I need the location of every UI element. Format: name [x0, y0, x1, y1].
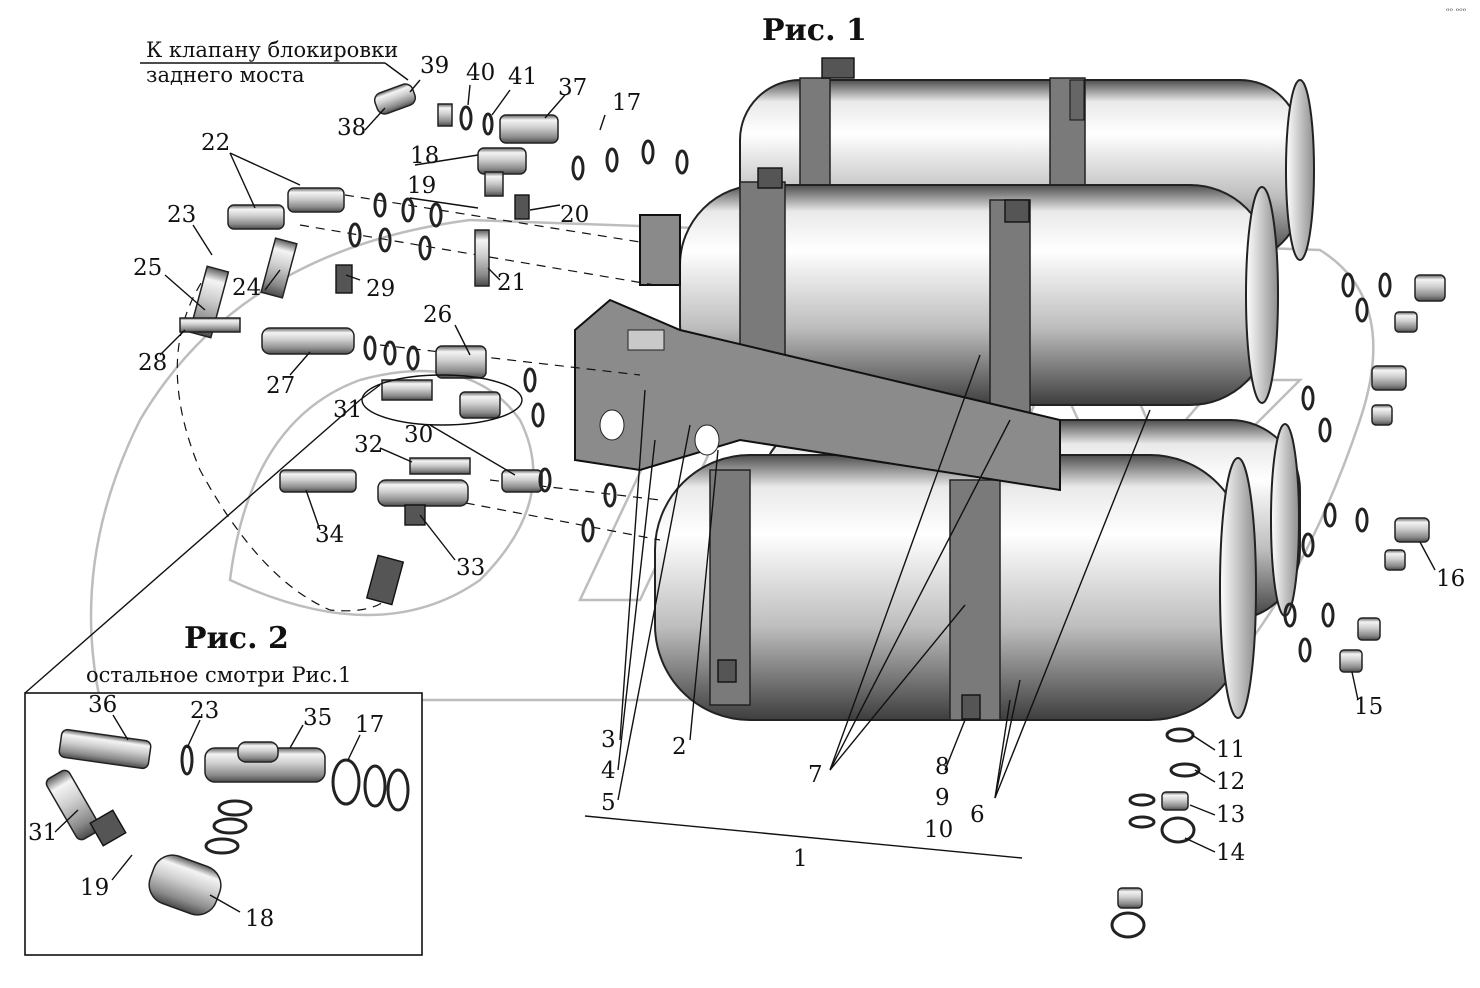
figure2-title: Рис. 2	[184, 621, 289, 656]
label-27: 27	[266, 373, 295, 399]
fig2-label-17: 17	[355, 712, 384, 738]
washers	[348, 139, 1392, 939]
note-line-1: К клапану блокировки	[146, 38, 398, 62]
mounting-bracket	[574, 214, 1061, 492]
figure2-inset: 36 23 35 17 31 19 18	[24, 692, 423, 956]
label-20: 20	[560, 202, 589, 228]
label-33: 33	[456, 555, 485, 581]
label-26: 26	[423, 302, 452, 328]
label-2: 2	[672, 734, 687, 760]
label-11: 11	[1216, 737, 1245, 763]
fig2-label-23: 23	[190, 698, 219, 724]
label-8: 8	[935, 754, 950, 780]
end-plugs	[1117, 274, 1446, 909]
label-5: 5	[601, 790, 616, 816]
label-17: 17	[612, 90, 641, 116]
fig2-label-35: 35	[303, 705, 332, 731]
note-leader	[384, 62, 409, 81]
label-9: 9	[935, 785, 950, 811]
label-15: 15	[1354, 694, 1383, 720]
label-22: 22	[201, 130, 230, 156]
label-32: 32	[354, 432, 383, 458]
label-34: 34	[315, 522, 344, 548]
fittings-fig1	[179, 83, 559, 606]
label-41: 41	[508, 64, 537, 90]
label-23: 23	[167, 202, 196, 228]
label-28: 28	[138, 350, 167, 376]
label-25: 25	[133, 255, 162, 281]
corner-mark: ᵒᵒ ᵒᵒᵒ	[1446, 7, 1467, 17]
label-14: 14	[1216, 840, 1245, 866]
label-16: 16	[1436, 566, 1465, 592]
air-tank-front-bottom	[654, 454, 1257, 721]
label-10: 10	[924, 817, 953, 843]
leader-lines-fig1	[24, 79, 1436, 859]
labels-fig1: 1 2 3 4 5 6 7 8 9 10 11 12 13 14 15 16 1…	[133, 53, 1465, 872]
label-13: 13	[1216, 802, 1245, 828]
label-18: 18	[410, 143, 439, 169]
fig2-label-18: 18	[245, 906, 274, 932]
label-24: 24	[232, 275, 261, 301]
figure1-title: Рис. 1	[762, 13, 867, 48]
fig2-label-31: 31	[28, 820, 57, 846]
figure2-note: остальное смотри Рис.1	[86, 663, 351, 687]
label-7: 7	[808, 762, 823, 788]
label-37: 37	[558, 75, 587, 101]
label-3: 3	[601, 727, 616, 753]
label-40: 40	[466, 60, 495, 86]
note-line-2: заднего моста	[146, 63, 305, 87]
fig2-label-36: 36	[88, 692, 117, 718]
label-21: 21	[497, 270, 526, 296]
label-1: 1	[793, 846, 808, 872]
label-31: 31	[333, 397, 362, 423]
label-4: 4	[601, 758, 616, 784]
label-39: 39	[420, 53, 449, 79]
label-6: 6	[970, 802, 985, 828]
label-30: 30	[404, 422, 433, 448]
label-38: 38	[337, 115, 366, 141]
fig2-label-19: 19	[80, 875, 109, 901]
label-19: 19	[407, 173, 436, 199]
label-29: 29	[366, 276, 395, 302]
label-12: 12	[1216, 769, 1245, 795]
